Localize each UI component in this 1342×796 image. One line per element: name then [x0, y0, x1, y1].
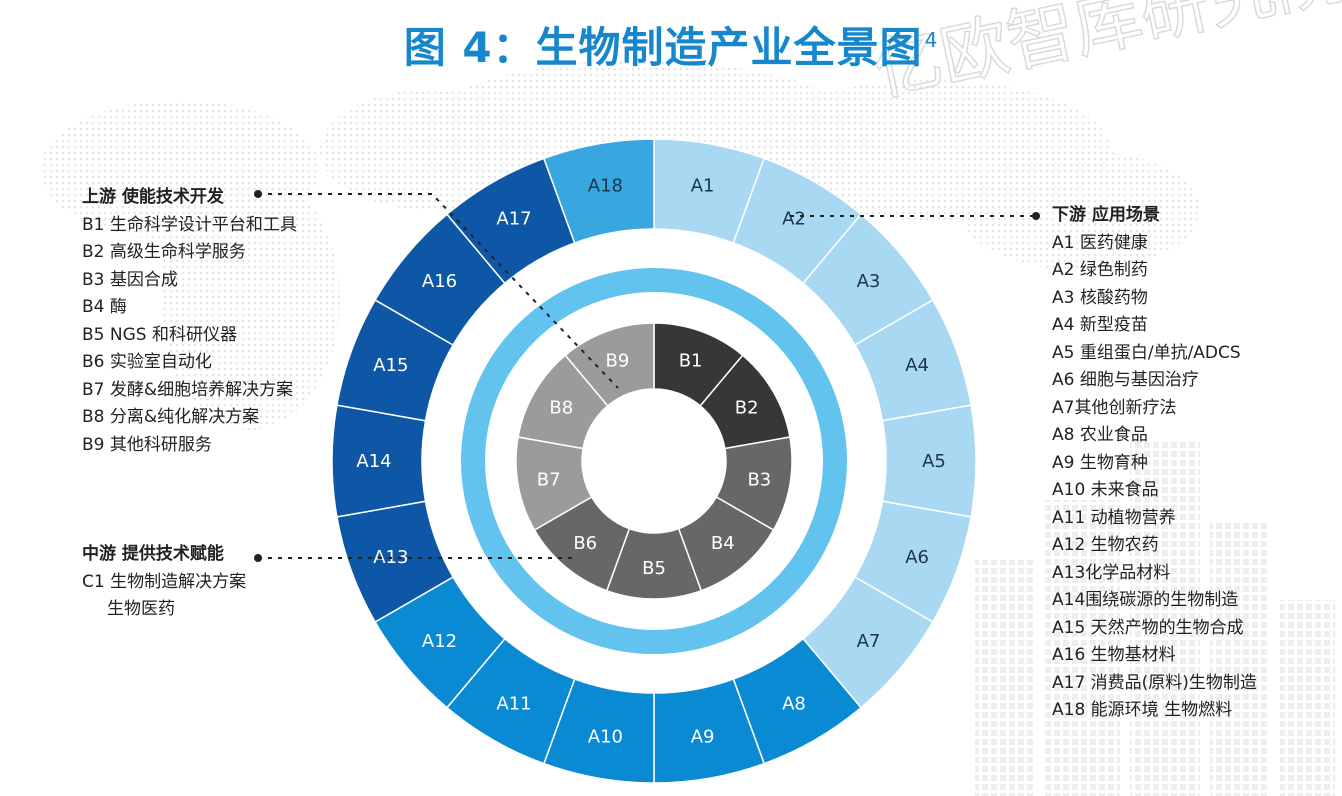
- segment-a18: [542, 138, 655, 244]
- segment-label-b8: B8: [549, 398, 573, 419]
- upstream-item: B6 实验室自动化: [82, 352, 212, 372]
- segment-label-a14: A14: [356, 451, 391, 472]
- upstream-item: B2 高级生命科学服务: [82, 242, 246, 262]
- downstream-item: A2 绿色制药: [1052, 260, 1148, 280]
- downstream-ring: A1A2A3A4A5A6A7A8A9A10A11A12A13A14A15A16A…: [331, 138, 977, 784]
- segment-label-a3: A3: [857, 271, 881, 292]
- segment-label-a4: A4: [905, 355, 929, 376]
- downstream-item: A5 重组蛋白/单抗/ADCS: [1052, 342, 1241, 363]
- segment-label-a5: A5: [922, 451, 946, 472]
- segment-label-a17: A17: [496, 209, 531, 230]
- upstream-leader-dot: [254, 190, 262, 198]
- segment-label-b2: B2: [735, 398, 759, 419]
- segment-label-a10: A10: [588, 727, 623, 748]
- segment-label-b1: B1: [679, 350, 703, 371]
- segment-label-a12: A12: [422, 631, 457, 652]
- title-footnote: 4: [924, 28, 939, 52]
- segment-label-a2: A2: [782, 209, 806, 230]
- segment-label-b5: B5: [642, 558, 666, 579]
- downstream-item: A10 未来食品: [1052, 480, 1159, 500]
- downstream-item: A15 天然产物的生物合成: [1052, 617, 1244, 638]
- midstream-leader-dot: [254, 554, 262, 562]
- upstream-item: B1 生命科学设计平台和工具: [82, 214, 297, 235]
- downstream-item: A13化学品材料: [1052, 562, 1171, 583]
- downstream-item: A9 生物育种: [1052, 452, 1148, 473]
- upstream-item: B8 分离&纯化解决方案: [82, 407, 260, 427]
- segment-label-a9: A9: [691, 727, 715, 748]
- segment-label-b6: B6: [573, 533, 597, 554]
- segment-label-a8: A8: [782, 693, 806, 714]
- downstream-item: A7其他创新疗法: [1052, 397, 1177, 418]
- downstream-item: A17 消费品(原料)生物制造: [1052, 672, 1257, 693]
- downstream-legend: 下游 应用场景 A1 医药健康 A2 绿色制药 A3 核酸药物 A4 新型疫苗 …: [1052, 202, 1257, 725]
- leader-lines: [254, 190, 1040, 562]
- upstream-item: B9 其他科研服务: [82, 434, 212, 455]
- downstream-item: A12 生物农药: [1052, 535, 1159, 555]
- segment-label-b4: B4: [711, 533, 735, 554]
- segment-label-a15: A15: [373, 355, 408, 376]
- ring-gap: [424, 231, 884, 691]
- upstream-item: B4 酶: [82, 297, 127, 317]
- segment-label-a18: A18: [588, 175, 623, 196]
- downstream-item: A14围绕碳源的生物制造: [1052, 590, 1239, 610]
- segment-label-b9: B9: [605, 350, 629, 371]
- midstream-item: 生物医药: [107, 599, 175, 619]
- upstream-item: B3 基因合成: [82, 269, 178, 290]
- upstream-heading: 上游 使能技术开发: [82, 187, 224, 207]
- midstream-item: C1 生物制造解决方案: [82, 571, 247, 592]
- segment-label-a1: A1: [691, 175, 715, 196]
- segment-c1: [461, 268, 847, 654]
- segment-label-a11: A11: [496, 693, 531, 714]
- midstream-ring: C1: [424, 231, 884, 691]
- segment-label-a7: A7: [857, 631, 881, 652]
- downstream-item: A8 农业食品: [1052, 425, 1148, 445]
- downstream-item: A6 细胞与基因治疗: [1052, 370, 1199, 390]
- downstream-item: A16 生物基材料: [1052, 645, 1176, 665]
- city-skyline-graphic: [975, 440, 1335, 796]
- title-text: 图 4：生物制造产业全景图: [403, 23, 923, 72]
- downstream-item: A3 核酸药物: [1052, 287, 1148, 308]
- segment-b9: [564, 322, 655, 407]
- downstream-item: A18 能源环境 生物燃料: [1052, 700, 1233, 720]
- downstream-leader-dot: [1032, 212, 1040, 220]
- downstream-item: A11 动植物营养: [1052, 507, 1176, 528]
- upstream-item: B5 NGS 和科研仪器: [82, 324, 237, 345]
- upstream-legend: 上游 使能技术开发 B1 生命科学设计平台和工具 B2 高级生命科学服务 B3 …: [82, 184, 297, 459]
- segment-label-b3: B3: [747, 470, 771, 491]
- upstream-item: B7 发酵&细胞培养解决方案: [82, 379, 294, 400]
- segment-label-a16: A16: [422, 271, 457, 292]
- downstream-heading: 下游 应用场景: [1052, 205, 1160, 225]
- downstream-item: A1 医药健康: [1052, 232, 1148, 253]
- midstream-legend: 中游 提供技术赋能 C1 生物制造解决方案 生物医药: [82, 541, 246, 624]
- segment-label-a6: A6: [905, 547, 929, 568]
- downstream-item: A4 新型疫苗: [1052, 315, 1148, 335]
- segment-label-b7: B7: [537, 470, 561, 491]
- midstream-heading: 中游 提供技术赋能: [82, 544, 224, 564]
- upstream-leader: [258, 193, 619, 389]
